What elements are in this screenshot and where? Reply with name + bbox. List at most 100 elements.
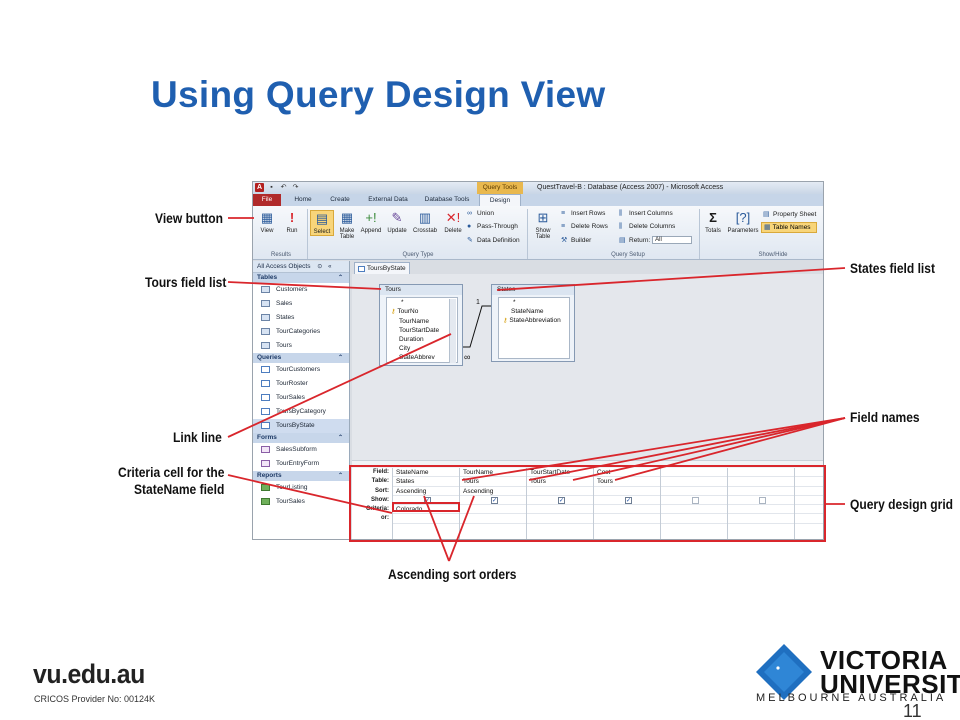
field-list-row[interactable]: * <box>499 298 569 307</box>
field-list-row[interactable]: ⚷StateAbbreviation <box>499 316 569 326</box>
return-dropdown[interactable]: All <box>652 236 693 245</box>
grid-cell-or[interactable] <box>728 514 794 524</box>
grid-cell-or[interactable] <box>393 514 459 524</box>
grid-cell-show[interactable]: ✓ <box>460 496 526 506</box>
show-table-button[interactable]: ⊞ Show Table <box>531 210 555 240</box>
grid-cell-show[interactable]: ✓ <box>661 496 727 506</box>
grid-cell-sort[interactable] <box>661 487 727 496</box>
grid-cell-table[interactable]: States <box>393 477 459 487</box>
grid-cell-table[interactable]: Tours <box>460 477 526 487</box>
grid-cell-show[interactable]: ✓ <box>527 496 593 506</box>
show-checkbox[interactable]: ✓ <box>558 496 565 504</box>
grid-cell-or[interactable] <box>594 514 660 524</box>
make-table-button[interactable]: ▦ Make Table <box>335 210 359 240</box>
crosstab-button[interactable]: ▥ Crosstab <box>411 210 439 234</box>
grid-cell-sort[interactable] <box>527 487 593 496</box>
field-list-row[interactable]: StateName <box>499 307 569 316</box>
delete-rows-button[interactable]: ≡Delete Rows <box>561 223 608 230</box>
field-list-row[interactable]: TourStartDate <box>387 326 457 335</box>
return-control[interactable]: ▤Return: All <box>619 236 693 245</box>
grid-cell-field[interactable]: TourName <box>460 468 526 478</box>
nav-item[interactable]: TourCategories <box>253 325 349 339</box>
show-checkbox[interactable]: ✓ <box>759 496 766 504</box>
nav-item[interactable]: States <box>253 311 349 325</box>
tab-file[interactable]: File <box>253 194 281 206</box>
nav-item[interactable]: TourEntryForm <box>253 457 349 471</box>
nav-item[interactable]: ToursByCategory <box>253 405 349 419</box>
save-icon[interactable]: ▪ <box>270 184 273 191</box>
nav-section-tables[interactable]: Tables⌃ <box>253 273 349 283</box>
grid-cell-sort[interactable]: Ascending <box>460 487 526 496</box>
tab-external-data[interactable]: External Data <box>368 196 408 203</box>
collapse-pane-icon[interactable]: « <box>328 264 332 270</box>
chevron-up-icon[interactable]: ⌃ <box>337 275 343 281</box>
grid-cell-table[interactable] <box>795 477 823 487</box>
grid-cell-sort[interactable]: Ascending <box>393 487 459 496</box>
grid-cell-field[interactable] <box>661 468 727 478</box>
tab-create[interactable]: Create <box>330 196 350 203</box>
select-button[interactable]: ▤ Select <box>310 210 334 236</box>
run-button[interactable]: ! Run <box>280 210 304 234</box>
nav-section-reports[interactable]: Reports⌃ <box>253 471 349 481</box>
grid-cell-table[interactable]: Tours <box>527 477 593 487</box>
grid-cell-field[interactable] <box>728 468 794 478</box>
grid-cell-sort[interactable] <box>728 487 794 496</box>
delete-columns-button[interactable]: ⫼Delete Columns <box>619 223 675 231</box>
chevron-up-icon[interactable]: ⌃ <box>337 473 343 479</box>
insert-columns-button[interactable]: ⫼Insert Columns <box>619 210 673 218</box>
show-checkbox[interactable]: ✓ <box>692 496 699 504</box>
grid-cell-field[interactable]: TourStartDate <box>527 468 593 478</box>
nav-pane-header[interactable]: All Access Objects ⊙ « <box>253 261 349 273</box>
nav-item[interactable]: TourSales <box>253 495 349 509</box>
chevron-down-icon[interactable]: ⊙ <box>317 264 323 270</box>
grid-cell-show[interactable] <box>795 496 823 506</box>
grid-cell-criteria[interactable]: Colorado <box>393 505 459 515</box>
tab-home[interactable]: Home <box>294 196 312 203</box>
builder-button[interactable]: ⚒Builder <box>561 236 591 244</box>
grid-cell-field[interactable]: Cost <box>594 468 660 478</box>
grid-cell-sort[interactable] <box>594 487 660 496</box>
chevron-up-icon[interactable]: ⌃ <box>337 355 343 361</box>
nav-section-forms[interactable]: Forms⌃ <box>253 433 349 443</box>
table-names-button[interactable]: ▦Table Names <box>761 222 817 233</box>
tours-scrollbar[interactable] <box>449 299 456 363</box>
append-button[interactable]: +! Append <box>359 210 383 234</box>
access-app-icon[interactable]: A <box>255 183 264 192</box>
grid-cell-or[interactable] <box>661 514 727 524</box>
tab-design[interactable]: Design <box>479 194 521 206</box>
show-checkbox[interactable]: ✓ <box>424 496 431 504</box>
grid-cell-table[interactable] <box>728 477 794 487</box>
tab-database-tools[interactable]: Database Tools <box>424 196 470 203</box>
grid-cell-criteria[interactable] <box>527 505 593 515</box>
nav-item[interactable]: Sales <box>253 297 349 311</box>
field-list-row[interactable]: ⚷TourNo <box>387 307 457 317</box>
grid-cell-show[interactable]: ✓ <box>728 496 794 506</box>
pass-through-button[interactable]: ●Pass-Through <box>467 223 518 230</box>
data-definition-button[interactable]: ✎Data Definition <box>467 236 520 244</box>
grid-cell-criteria[interactable] <box>661 505 727 515</box>
grid-cell-field[interactable]: StateName <box>393 468 459 478</box>
grid-cell-or[interactable] <box>795 514 823 524</box>
grid-cell-sort[interactable] <box>795 487 823 496</box>
nav-item[interactable]: Customers <box>253 283 349 297</box>
grid-cell-criteria[interactable] <box>594 505 660 515</box>
field-list-row[interactable]: TourName <box>387 317 457 326</box>
nav-item[interactable]: TourListing <box>253 481 349 495</box>
field-list-row[interactable]: * <box>387 298 457 307</box>
nav-item[interactable]: TourCustomers <box>253 363 349 377</box>
show-checkbox[interactable]: ✓ <box>625 496 632 504</box>
grid-cell-show[interactable]: ✓ <box>393 496 459 506</box>
chevron-up-icon[interactable]: ⌃ <box>337 435 343 441</box>
grid-cell-criteria[interactable] <box>460 505 526 515</box>
nav-item[interactable]: SalesSubform <box>253 443 349 457</box>
insert-rows-button[interactable]: ≡Insert Rows <box>561 210 605 217</box>
undo-icon[interactable]: ↶ <box>280 184 287 191</box>
property-sheet-button[interactable]: ▤Property Sheet <box>763 210 816 218</box>
nav-item[interactable]: TourRoster <box>253 377 349 391</box>
table-pane-scrollbar[interactable] <box>352 460 823 468</box>
totals-button[interactable]: Σ Totals <box>701 210 725 234</box>
redo-icon[interactable]: ↷ <box>292 184 299 191</box>
parameters-button[interactable]: [?] Parameters <box>727 210 759 234</box>
grid-cell-table[interactable]: Tours <box>594 477 660 487</box>
show-checkbox[interactable]: ✓ <box>491 496 498 504</box>
